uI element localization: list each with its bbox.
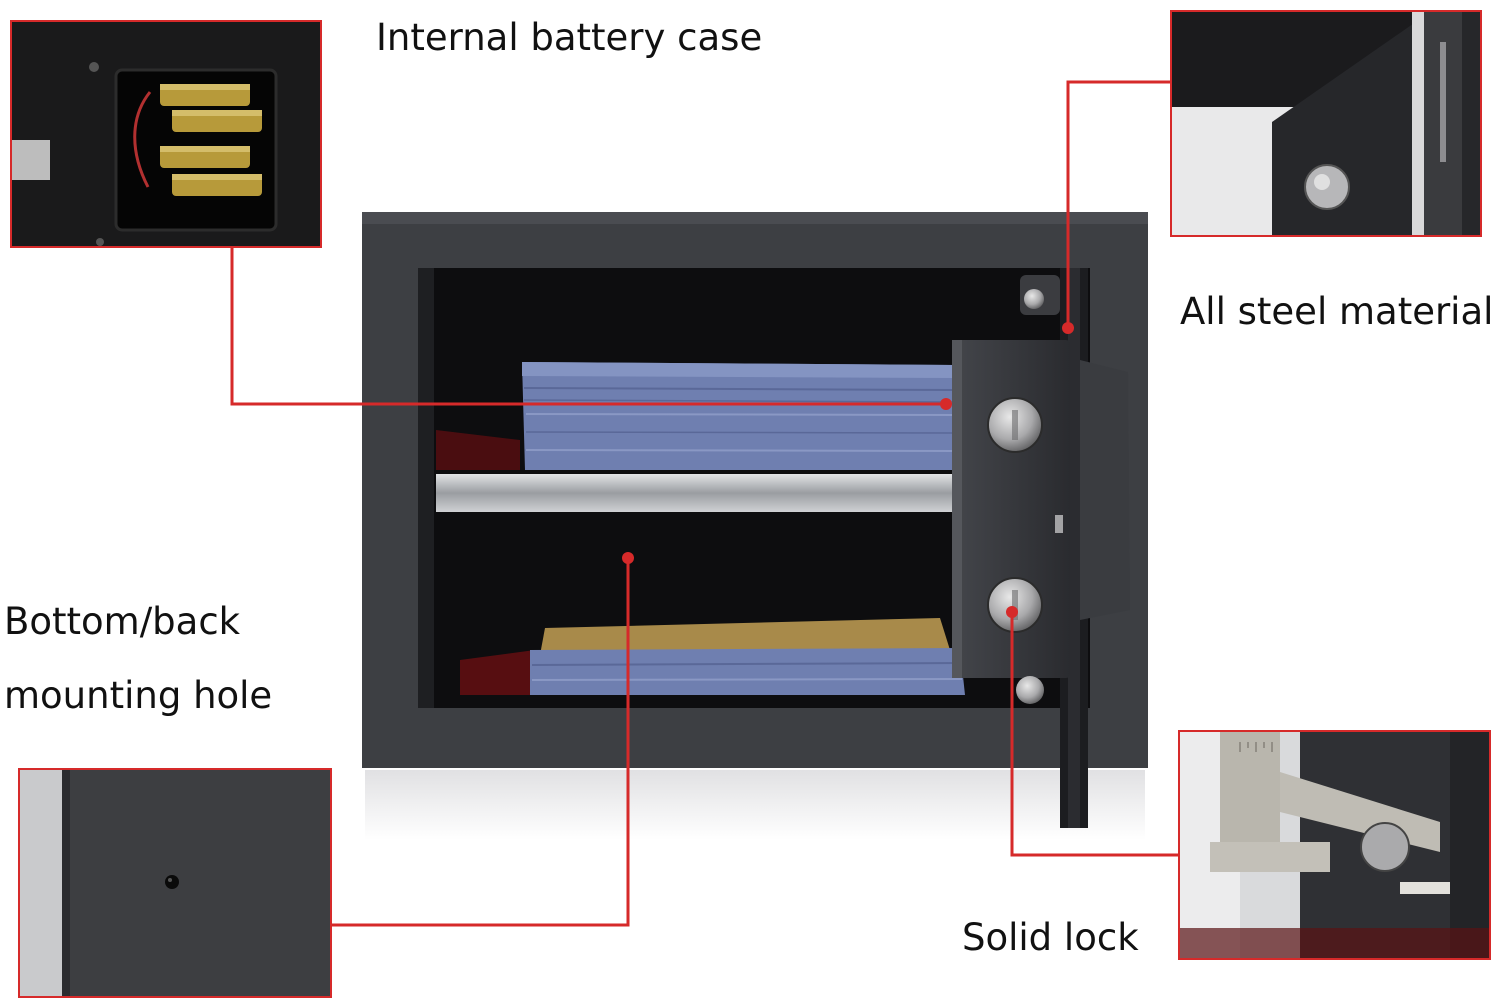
mounting-hole-icon [20, 770, 330, 996]
steel-shelf [436, 474, 956, 512]
mounting-hole-label-line2: mounting hole [4, 674, 273, 717]
battery-pack-icon [12, 22, 320, 246]
steel-material-inset [1170, 10, 1482, 237]
battery-case-label: Internal battery case [376, 16, 763, 59]
mounting-hole-label-line1: Bottom/back [4, 600, 241, 643]
solid-lock-label: Solid lock [962, 916, 1139, 959]
mounting-hole-inset [18, 768, 332, 998]
bolt-icon [987, 397, 1063, 704]
steel-material-label: All steel material [1180, 290, 1494, 333]
battery-case-inset [10, 20, 322, 248]
solid-lock-inset [1178, 730, 1491, 960]
upper-documents [522, 362, 956, 470]
caliper-icon [1180, 732, 1489, 958]
lower-documents [530, 618, 965, 695]
